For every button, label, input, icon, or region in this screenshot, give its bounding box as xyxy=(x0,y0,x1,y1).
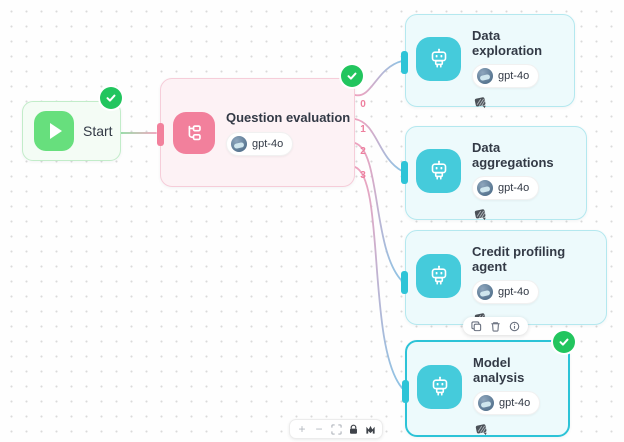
fit-view-icon[interactable] xyxy=(329,422,343,436)
model-provider-icon xyxy=(478,395,494,411)
model-pill: gpt-4o xyxy=(472,64,540,88)
model-name: gpt-4o xyxy=(498,286,530,298)
branch-label-2: 2 xyxy=(360,146,366,157)
robot-agent-icon xyxy=(417,365,462,409)
model-provider-icon xyxy=(477,284,493,300)
model-name: gpt-4o xyxy=(498,182,530,194)
input-handle[interactable] xyxy=(401,161,408,184)
node-start[interactable]: Start xyxy=(22,87,122,161)
node-question-classifier[interactable]: Question evaluation gpt-4o xyxy=(157,65,363,187)
node-title: Data exploration xyxy=(472,28,543,58)
input-handle[interactable] xyxy=(401,271,408,294)
knowledge-tag-icon xyxy=(474,422,558,442)
success-check-icon xyxy=(341,65,363,87)
node-title: Model analysis xyxy=(473,355,525,385)
node-title: Credit profiling agent xyxy=(472,244,566,274)
node-title: Data aggregations xyxy=(472,140,554,170)
info-icon[interactable] xyxy=(507,319,522,334)
robot-agent-icon xyxy=(416,254,461,298)
node-data-aggregations[interactable]: Data aggregations gpt-4o xyxy=(401,126,587,221)
model-name: gpt-4o xyxy=(498,70,530,82)
node-data-exploration[interactable]: Data exploration gpt-4o xyxy=(401,14,575,109)
question-classifier-icon xyxy=(173,111,215,154)
input-handle[interactable] xyxy=(401,51,408,74)
knowledge-tag-icon xyxy=(473,95,564,115)
delete-icon[interactable] xyxy=(488,319,503,334)
zoom-out-button[interactable]: − xyxy=(315,422,323,436)
branch-label-3: 3 xyxy=(360,170,366,181)
lock-icon[interactable] xyxy=(346,422,360,436)
branch-label-0: 0 xyxy=(360,99,366,110)
zoom-in-button[interactable]: + xyxy=(298,422,306,436)
success-check-icon xyxy=(100,87,122,109)
model-pill: gpt-4o xyxy=(472,176,540,200)
model-pill: gpt-4o xyxy=(472,280,540,304)
node-hover-toolbar xyxy=(463,317,528,335)
model-name: gpt-4o xyxy=(252,137,284,150)
knowledge-tag-icon xyxy=(473,207,576,227)
input-handle[interactable] xyxy=(157,123,164,146)
branch-label-1: 1 xyxy=(360,124,366,135)
node-model-analysis[interactable]: Model analysis gpt-4o xyxy=(402,331,575,437)
model-pill: gpt-4o xyxy=(226,131,294,156)
input-handle[interactable] xyxy=(402,380,409,403)
robot-agent-icon xyxy=(416,149,461,193)
robot-agent-icon xyxy=(416,37,461,81)
model-name: gpt-4o xyxy=(499,397,531,409)
model-provider-icon xyxy=(231,135,247,152)
start-node-label: Start xyxy=(83,123,113,139)
pointer-mode-icon[interactable] xyxy=(363,422,377,436)
copy-icon[interactable] xyxy=(469,319,484,334)
model-provider-icon xyxy=(477,68,493,84)
success-check-icon xyxy=(553,331,575,353)
edge-branch-2 xyxy=(354,142,403,282)
model-pill: gpt-4o xyxy=(473,391,541,415)
model-provider-icon xyxy=(477,180,493,196)
canvas-controls: + − xyxy=(289,419,383,439)
node-credit-profiling-agent[interactable]: Credit profiling agent gpt-4o xyxy=(401,230,607,325)
edge-branch-3 xyxy=(354,166,403,389)
play-icon xyxy=(34,111,74,151)
node-title: Question evaluation xyxy=(226,109,351,125)
